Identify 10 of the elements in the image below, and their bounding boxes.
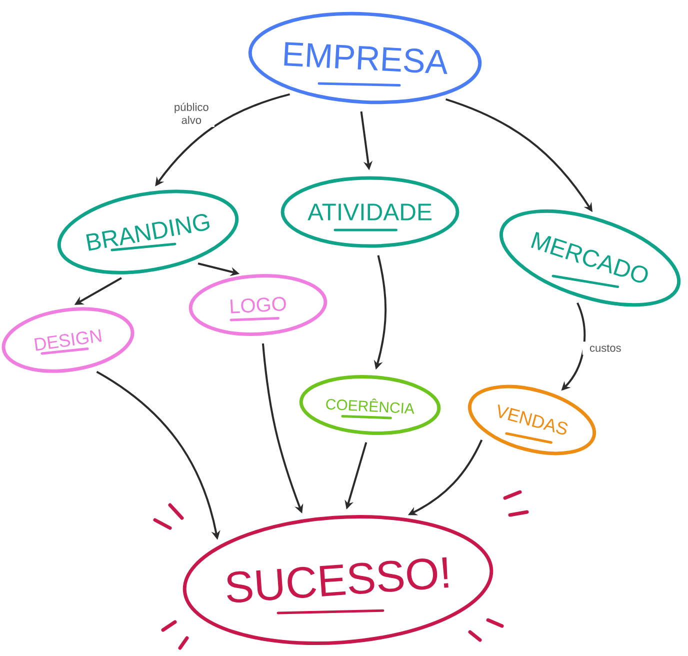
ellipse-node: BRANDING	[58, 190, 238, 274]
ellipse-node: ATIVIDADE	[280, 176, 460, 248]
ellipse-node: COERÊNCIA	[299, 375, 441, 435]
edge-label: público alvo	[168, 100, 214, 127]
ellipse-node: LOGO	[188, 274, 328, 336]
ellipse-node: EMPRESA	[248, 12, 482, 104]
ellipse-node: DESIGN	[2, 307, 134, 373]
edge-label: custos	[582, 342, 628, 355]
ellipse-node: SUCESSO!	[182, 515, 494, 645]
ellipse-node: VENDAS	[468, 384, 596, 456]
